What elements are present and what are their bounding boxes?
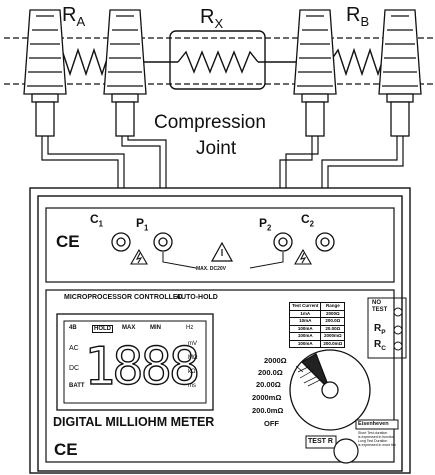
note-line: Short Test duration (358, 431, 388, 435)
spec-cell: 200.0Ω (320, 317, 346, 326)
spec-cell: 100mA (288, 332, 322, 341)
joint-label-line1: Compression (154, 112, 266, 133)
range-200ohm[interactable]: 200.0Ω (258, 368, 283, 377)
range-off[interactable]: OFF (264, 419, 279, 428)
spec-header-row: Test Current Range (288, 302, 346, 311)
lcd-content: 4B HOLD MAX MIN Hz AC DC BATT 1888 mV MΩ… (66, 323, 204, 401)
joint-label-line2: Joint (196, 138, 237, 159)
ce-mark-top: CE (56, 232, 80, 251)
spec-cell: 100mA (288, 324, 322, 333)
rc-button[interactable]: RC (374, 339, 386, 352)
auto-hold-label: AUTO-HOLD (176, 294, 218, 301)
lcd-hold: HOLD (92, 325, 113, 333)
range-2000mohm[interactable]: 2000mΩ (252, 393, 282, 402)
spec-cell: 20.00Ω (320, 324, 346, 333)
rb-label: RB (346, 4, 370, 29)
rp-indicator (393, 325, 403, 335)
spec-cell: 200.0mΩ (320, 339, 346, 348)
p2-label: P2 (259, 216, 272, 233)
warning-icon (210, 241, 234, 262)
spec-cell: 1mA (288, 309, 322, 318)
range-20ohm[interactable]: 20.00Ω (256, 380, 281, 389)
lcd-4b: 4B (69, 325, 77, 331)
clip-p2 (293, 9, 337, 137)
rx-box (169, 30, 266, 90)
clip-p1 (103, 9, 147, 137)
meter-title: DIGITAL MILLIOHM METER (53, 415, 215, 429)
lcd-ms: ms (188, 383, 196, 389)
range-200mohm[interactable]: 200.0mΩ (252, 406, 284, 415)
lcd-hz: Hz (186, 325, 194, 331)
brand-box (355, 419, 399, 430)
test-button-label[interactable]: TEST R (308, 438, 333, 445)
spec-cell: 100mA (288, 339, 322, 348)
lcd-ac: AC (69, 345, 79, 352)
clip-c2 (378, 9, 422, 137)
lcd-mv: mV (188, 341, 197, 347)
microprocessor-label: MICROPROCESSOR CONTROLLED (64, 294, 183, 301)
no-test-label[interactable]: NO TEST (372, 300, 388, 313)
lcd-batt: BATT (69, 383, 85, 389)
lcd-kohm: kΩ (188, 369, 196, 375)
brand-label: Eisenheven (358, 421, 389, 427)
lcd-dc: DC (69, 365, 80, 372)
no-test-indicator (393, 307, 403, 317)
c2-label: C2 (301, 212, 315, 229)
hazard-icon-right (294, 248, 312, 265)
rx-label: RX (200, 6, 224, 31)
lcd-min: MIN (150, 325, 161, 331)
range-2000ohm[interactable]: 2000Ω (264, 356, 287, 365)
ce-mark-bottom: CE (54, 440, 78, 459)
c1-label: C1 (90, 212, 104, 229)
lcd-mohm: MΩ (188, 355, 198, 361)
spec-cell: 2000Ω (320, 309, 346, 318)
front-panel (45, 289, 395, 463)
note-line: is expressed in more tim (358, 443, 396, 447)
notes-block: Short Test duration is expressed in func… (358, 431, 402, 447)
bus-lines (4, 37, 434, 85)
note-line: is expressed in function (358, 435, 395, 439)
max-voltage-label: MAX. DC20V (196, 266, 227, 272)
ra-label: RA (62, 4, 86, 29)
spec-header-current: Test Current (288, 302, 322, 311)
rotary-dial (289, 349, 371, 431)
resistor-rx (140, 30, 300, 90)
clip-c1 (23, 9, 67, 137)
test-button-frame (305, 435, 337, 449)
hazard-icon-left (130, 248, 148, 265)
spec-cell: 2000mΩ (320, 332, 346, 341)
terminals (111, 232, 335, 252)
lcd-digits: 1888 (83, 336, 201, 397)
lcd-max: MAX (122, 325, 136, 331)
test-button (333, 438, 359, 464)
lcd-screen (63, 320, 207, 404)
spec-header-range: Range (320, 302, 346, 311)
spec-cell: 10mA (288, 317, 322, 326)
note-line: Long Test Duration (358, 439, 388, 443)
side-buttons-box (367, 297, 407, 359)
terminal-panel (45, 207, 395, 283)
rc-indicator (393, 341, 403, 351)
rp-button[interactable]: RP (374, 323, 386, 336)
p1-label: P1 (136, 216, 149, 233)
